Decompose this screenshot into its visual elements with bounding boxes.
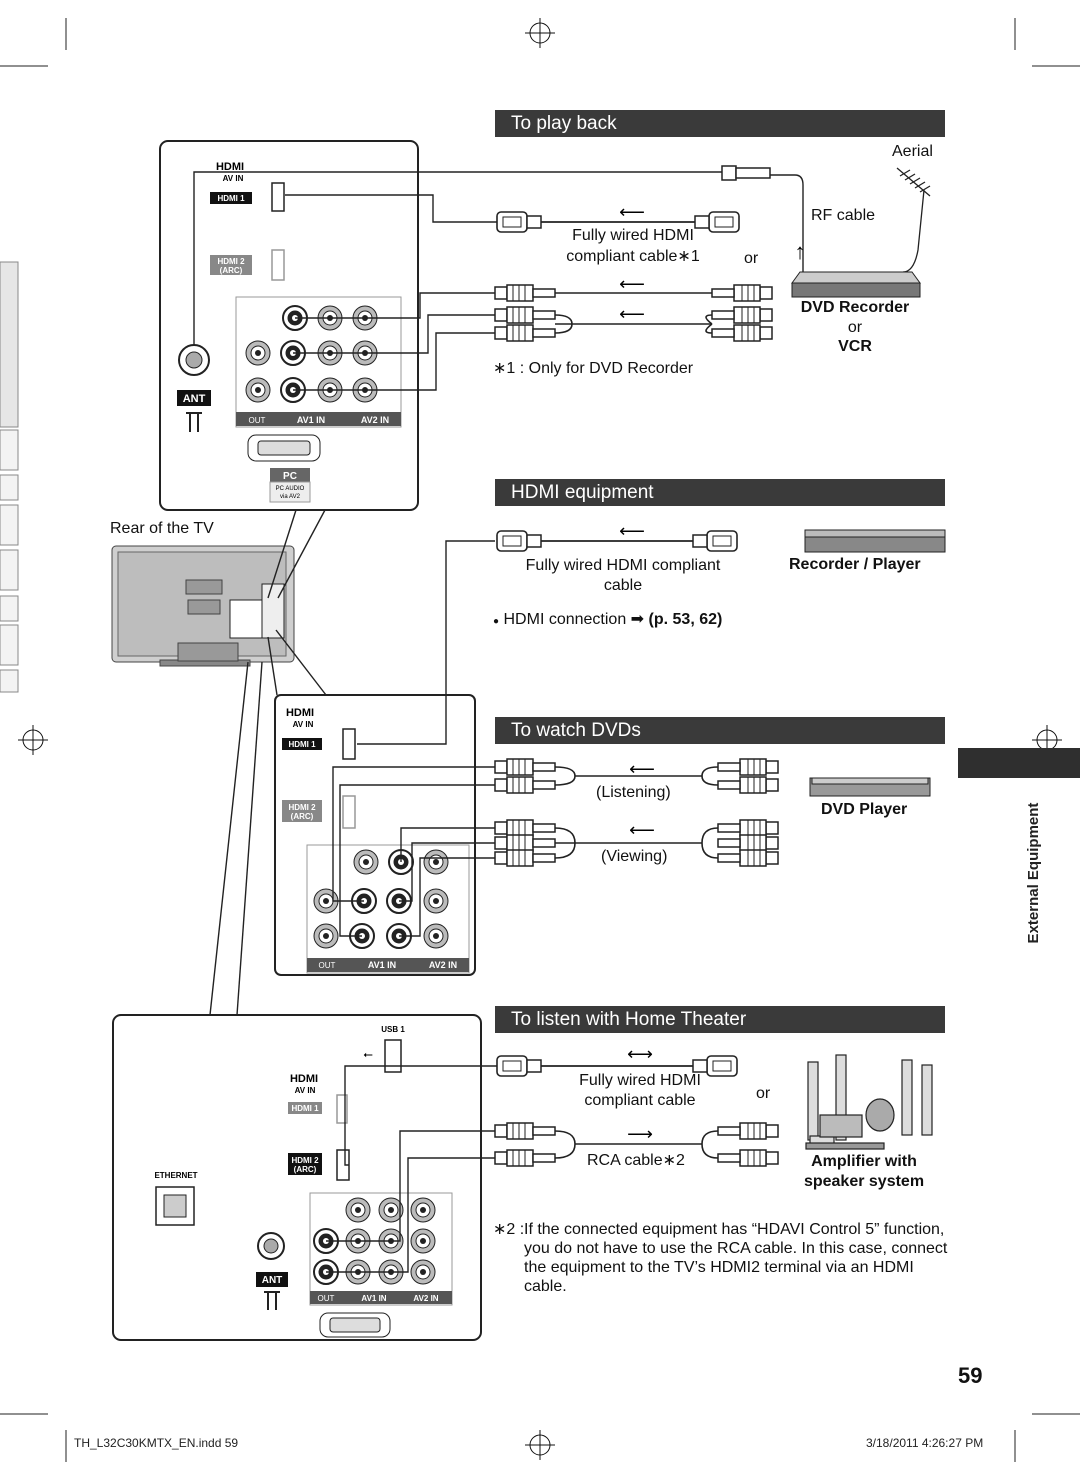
svg-text:PC AUDIO: PC AUDIO (276, 486, 305, 492)
recorder-player-icon (804, 529, 946, 553)
svg-text:⟵: ⟵ (619, 202, 645, 222)
registration-mark-top (525, 18, 555, 48)
header-hdmi-equipment: HDMI equipment (495, 479, 945, 506)
svg-text:AV IN: AV IN (293, 720, 314, 729)
footnote-2-mark: ∗2 : (493, 1221, 525, 1238)
svg-text:⟷: ⟷ (627, 1044, 653, 1064)
svg-text:(ARC): (ARC) (220, 266, 243, 275)
svg-text:(ARC): (ARC) (291, 812, 314, 821)
hdmi-cable-label-2: compliant cable∗1 (566, 248, 700, 265)
hdmi-connection-ref: ● HDMI connection ➡ (p. 53, 62) (493, 611, 723, 628)
svg-text:⟵: ⟵ (629, 820, 655, 840)
arrow-up: ↑ (795, 239, 806, 264)
svg-text:AV IN: AV IN (223, 174, 244, 183)
svg-text:AV1 IN: AV1 IN (361, 1294, 386, 1303)
hdmi-plug (496, 211, 542, 233)
rear-of-tv-label: Rear of the TV (110, 520, 214, 537)
ht-hdmi-cable-label-2: compliant cable (584, 1092, 696, 1109)
svg-text:AV2 IN: AV2 IN (413, 1294, 438, 1303)
bullet-icon: ● (493, 616, 500, 627)
svg-text:⟵: ⟵ (619, 274, 645, 294)
svg-text:HDMI 2: HDMI 2 (288, 803, 316, 812)
viewing-label: (Viewing) (601, 848, 668, 865)
hdmi-equipment-cable-label-2: cable (603, 577, 643, 594)
svg-text:HDMI 1: HDMI 1 (288, 740, 316, 749)
svg-text:AV IN: AV IN (295, 1086, 316, 1095)
vcr-label: VCR (838, 338, 872, 355)
tv-panel-top: HDMI AV IN HDMI 1 HDMI 2 (ARC) ANT OUT A… (159, 140, 419, 511)
page-ref: (p. 53, 62) (648, 611, 723, 628)
header-play-back: To play back (495, 110, 945, 137)
footer-file: TH_L32C30KMTX_EN.indd 59 (74, 1436, 239, 1450)
dvd-player-label: DVD Player (821, 801, 908, 818)
svg-text:⟶: ⟶ (627, 1124, 653, 1144)
svg-text:via AV2: via AV2 (280, 494, 301, 500)
footer-date: 3/18/2011 4:26:27 PM (866, 1436, 984, 1450)
side-section-tab (958, 748, 1080, 778)
amplifier-label: Amplifier with (811, 1153, 917, 1170)
svg-text:AV2 IN: AV2 IN (429, 960, 457, 970)
svg-text:⟵: ⟵ (619, 304, 645, 324)
footnote-2: If the connected equipment has “HDAVI Co… (524, 1221, 948, 1295)
speaker-system-icon (805, 1054, 933, 1150)
dvd-wires (332, 540, 495, 937)
header-watch-dvds: To watch DVDs (495, 717, 945, 744)
page-number: 59 (958, 1363, 983, 1388)
svg-text:AV1 IN: AV1 IN (368, 960, 396, 970)
svg-text:HDMI 1: HDMI 1 (291, 1104, 319, 1113)
dvd-recorder-icon (791, 271, 921, 298)
hdmi-cable-label: Fully wired HDMI (572, 227, 694, 244)
rca-cable-label: RCA cable∗2 (587, 1152, 685, 1169)
amplifier-label-2: speaker system (803, 1173, 925, 1190)
svg-text:⟵: ⟵ (619, 521, 645, 541)
svg-text:ETHERNET: ETHERNET (154, 1171, 197, 1180)
usb-icon: ⭠ (363, 1047, 373, 1061)
svg-text:ANT: ANT (183, 393, 206, 405)
or-label: or (744, 250, 759, 267)
or-label-2: or (847, 319, 863, 336)
svg-text:OUT: OUT (318, 1294, 335, 1303)
svg-text:PC: PC (283, 471, 297, 482)
header-home-theater: To listen with Home Theater (495, 1006, 945, 1033)
svg-text:HDMI 2: HDMI 2 (217, 257, 245, 266)
dvd-recorder-label: DVD Recorder (800, 299, 910, 316)
svg-text:USB 1: USB 1 (381, 1025, 405, 1034)
svg-text:⟵: ⟵ (629, 759, 655, 779)
footnote-1: ∗1 : Only for DVD Recorder (493, 360, 694, 377)
ht-or-label: or (756, 1085, 771, 1102)
tv-panel-bottom: USB 1 ⭠ HDMI AV IN HDMI 1 HDMI 2 (ARC) E… (112, 1014, 482, 1341)
svg-text:ANT: ANT (262, 1275, 283, 1286)
aerial-label: Aerial (892, 143, 933, 160)
svg-text:(ARC): (ARC) (294, 1165, 317, 1174)
side-tab-label: External Equipment (1025, 802, 1042, 944)
listening-label: (Listening) (596, 784, 671, 801)
hdmi-equipment-cable-label: Fully wired HDMI compliant (525, 557, 721, 574)
tv-rear-image (111, 545, 295, 667)
svg-text:AV1 IN: AV1 IN (297, 415, 325, 425)
rf-cable-label: RF cable (811, 207, 876, 224)
playback-wires (193, 171, 804, 391)
svg-text:HDMI 1: HDMI 1 (217, 194, 245, 203)
home-theater-wires (326, 1065, 497, 1273)
tv-panel-middle: HDMI AV IN HDMI 1 HDMI 2 (ARC) OUT AV1 I… (274, 694, 476, 976)
svg-text:HDMI: HDMI (286, 707, 314, 719)
svg-text:HDMI: HDMI (290, 1073, 318, 1085)
zoom-lines (209, 509, 327, 1016)
svg-text:AV2 IN: AV2 IN (361, 415, 389, 425)
aerial-icon (896, 167, 931, 273)
recorder-player-label: Recorder / Player (789, 556, 921, 573)
svg-text:OUT: OUT (319, 961, 336, 970)
arrow-right-icon: ➡ (630, 611, 645, 628)
svg-text:HDMI 2: HDMI 2 (291, 1156, 319, 1165)
hdmi-logo: HDMI (216, 161, 244, 173)
ht-hdmi-cable-label: Fully wired HDMI (579, 1072, 701, 1089)
svg-text:OUT: OUT (249, 416, 266, 425)
dvd-player-icon (809, 777, 931, 797)
